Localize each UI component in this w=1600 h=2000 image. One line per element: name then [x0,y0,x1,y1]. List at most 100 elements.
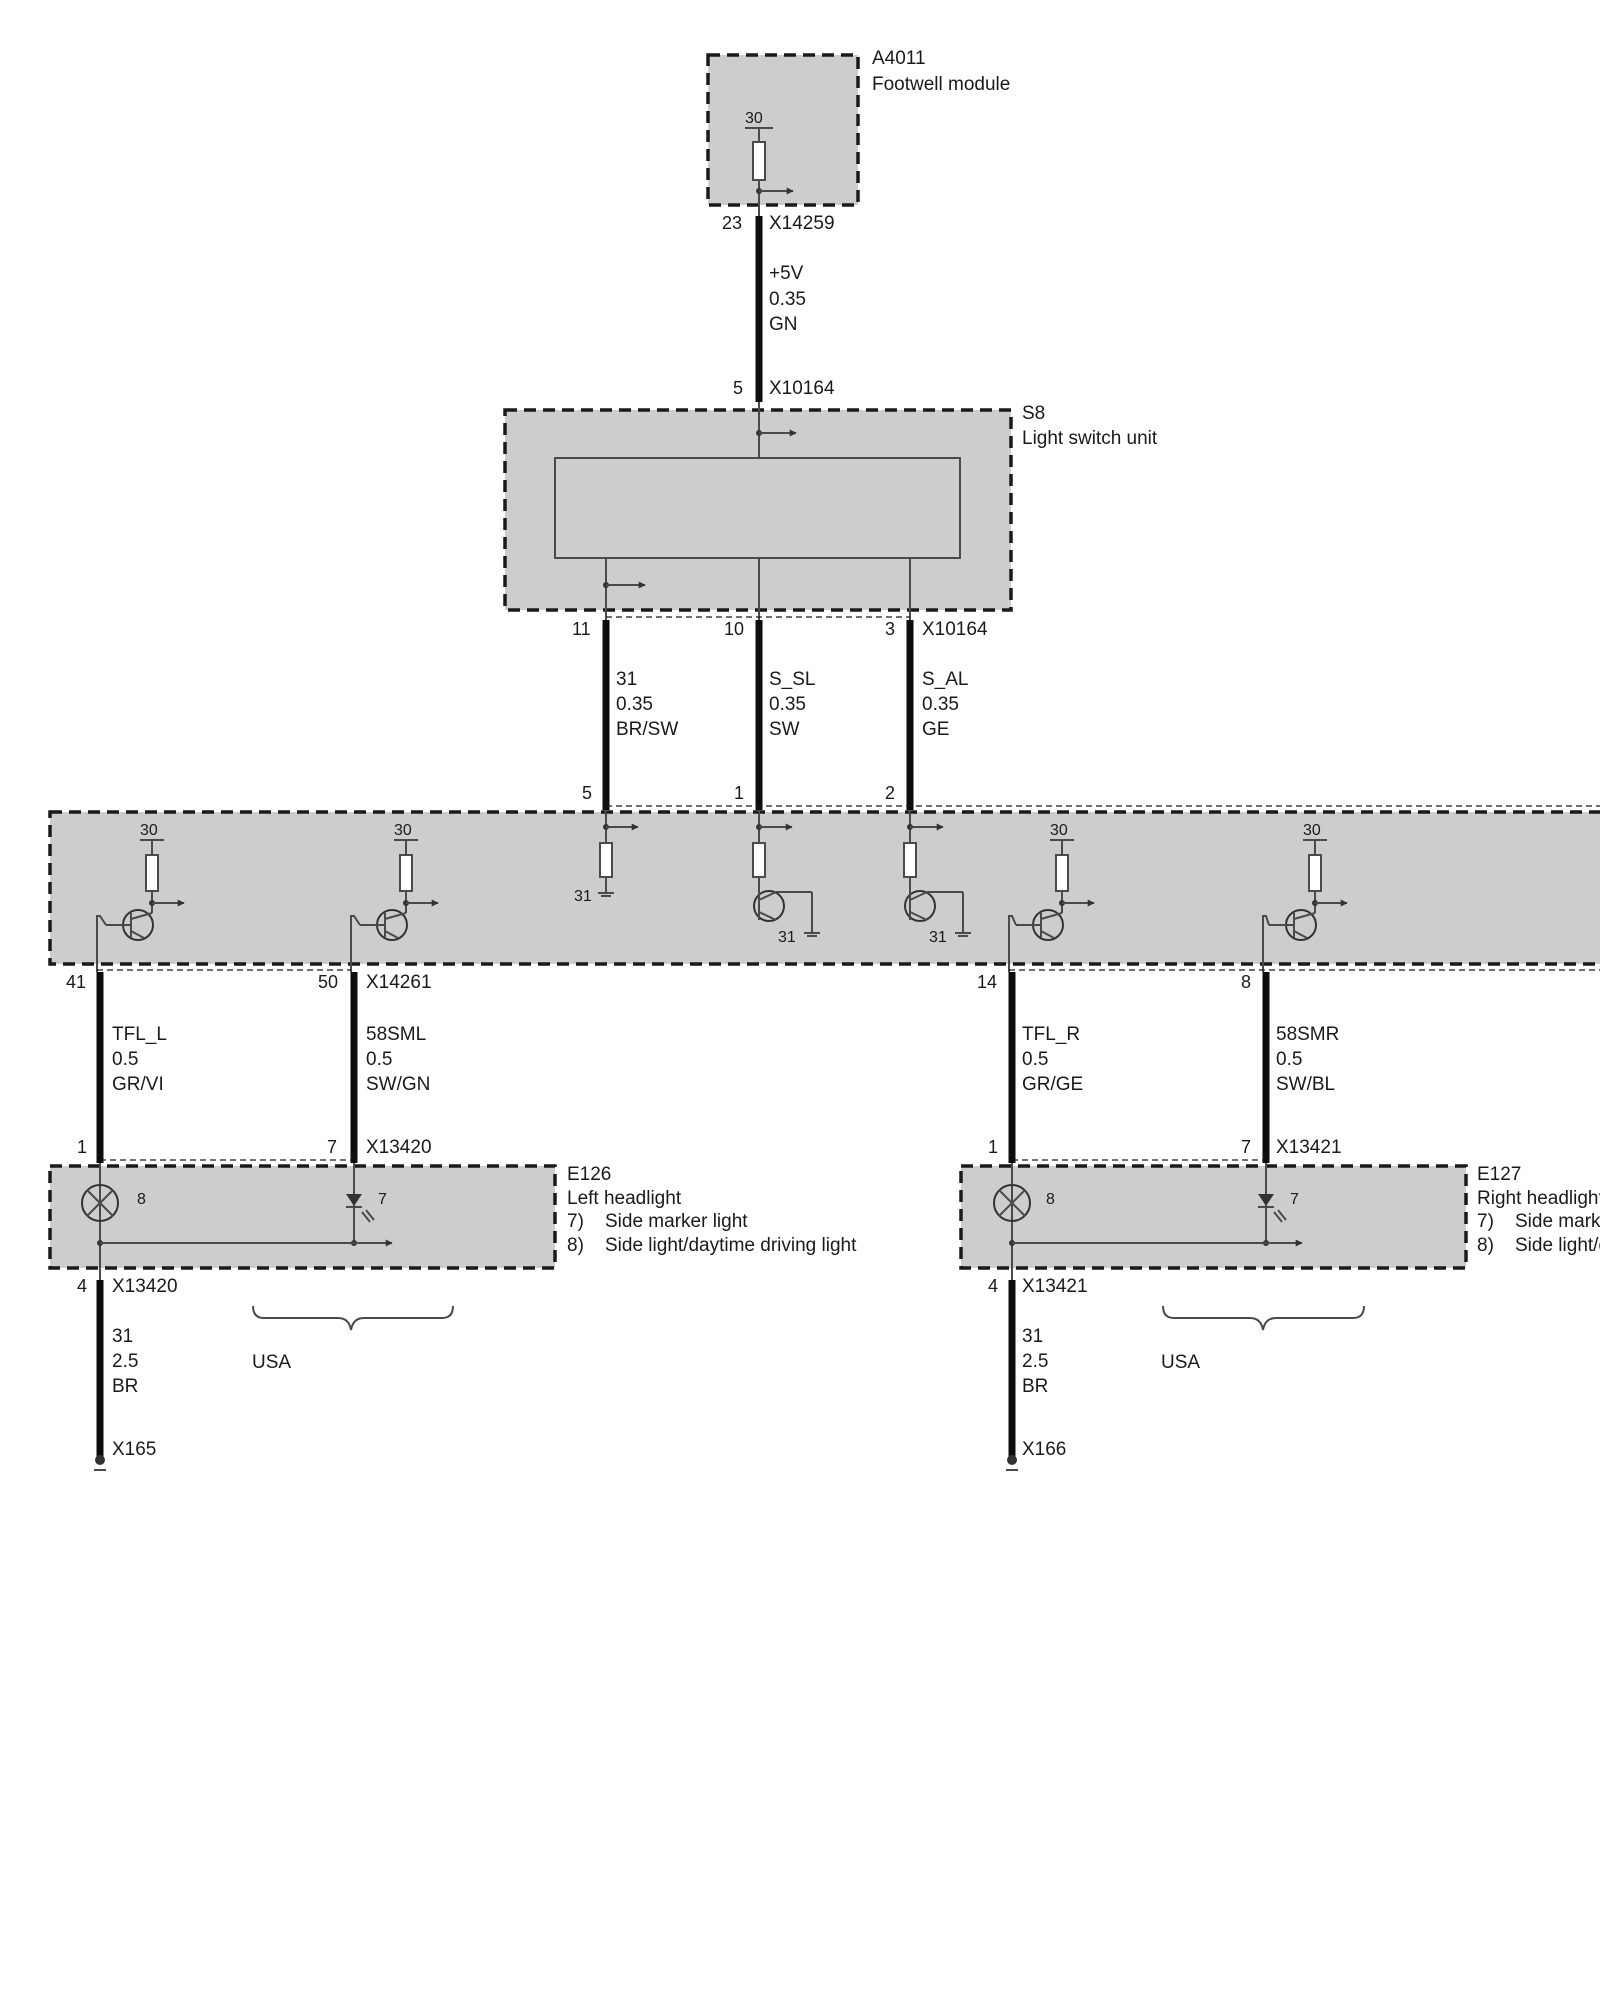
resistor-icon [752,141,766,181]
wire-ground-left-gauge: 2.5 [112,1351,138,1372]
switch-logic-block [554,457,961,559]
wire-ground-left-color: BR [112,1376,138,1397]
ground-point-icon [1007,1455,1017,1465]
e126-pin-b: 7 [327,1137,337,1157]
e126-market: USA [252,1352,291,1373]
supply-label: 30 [394,822,412,839]
e126-legend-7: Side marker light [605,1211,748,1232]
e127-id: E127 [1477,1164,1521,1185]
ground-point-icon [95,1455,105,1465]
driver-tfl-r: 30 [1008,822,1095,972]
resistor-icon [599,842,613,878]
module-ground-label-2: 31 [778,929,796,946]
e127-connector: X13421 [1276,1137,1342,1158]
module-ground-label-3: 31 [929,929,947,946]
e127-market: USA [1161,1352,1200,1373]
wire-tfl-r-signal: TFL_R [1022,1024,1080,1045]
wire-31-color: BR/SW [616,719,678,740]
e127-legend-8-num: 8) [1477,1235,1494,1256]
wire-31-signal: 31 [616,669,637,690]
supply-label: 30 [1303,822,1321,839]
a4011-supply-label: 30 [745,110,763,127]
e126-connector: X13420 [366,1137,432,1158]
s8-pin-in: 5 [733,378,743,398]
led-icon [1258,1194,1274,1206]
e126-legend-8: Side light/daytime driving light [605,1235,857,1256]
module-pin-out-4: 8 [1241,972,1251,992]
resistor-icon [1308,854,1322,892]
wire-ground-right-color: BR [1022,1376,1048,1397]
lamp-icon [993,1184,1031,1222]
e126-legend-7-num: 7) [567,1211,584,1232]
brace-icon [1162,1305,1365,1331]
left-headlight: 8 7 [48,1163,557,1280]
transistor-icon [753,890,785,922]
lamp-icon [81,1184,119,1222]
e126-pin-ground: 4 [77,1276,87,1296]
resistor-icon [1055,854,1069,892]
light-switch-unit: S8 Light switch unit [503,402,1158,622]
e127-connector-ground: X13421 [1022,1276,1088,1297]
wire-s-sl-color: SW [769,719,800,740]
module-connector-out: X14261 [366,972,432,993]
module-pin-out-1: 41 [66,972,86,992]
module-pin-in-1: 5 [582,783,592,803]
e127-pin-b: 7 [1241,1137,1251,1157]
s8-connector-out: X10164 [922,619,988,640]
e126-led-number: 7 [378,1191,387,1208]
module-ground-label-1: 31 [574,888,592,905]
ground-point-right: X166 [1022,1439,1066,1460]
a4011-id: A4011 [872,48,926,69]
e127-legend-7: Side marker light [1515,1211,1600,1232]
wire-58sml-signal: 58SML [366,1024,426,1045]
wire-s-al-gauge: 0.35 [922,694,959,715]
e126-pin-a: 1 [77,1137,87,1157]
s8-id: S8 [1022,403,1045,424]
module-pin-out-2: 50 [318,972,338,992]
e127-led-number: 7 [1290,1191,1299,1208]
wire-5v-color: GN [769,314,798,335]
s8-pin-out-1: 11 [572,619,591,639]
e126-name: Left headlight [567,1188,682,1209]
supply-label: 30 [140,822,158,839]
wire-ground-right-signal: 31 [1022,1326,1043,1347]
a4011-name: Footwell module [872,74,1010,95]
driver-tfl-l: 30 [96,822,185,972]
control-module: 31 31 31 30 [48,810,1600,972]
wire-5v-gauge: 0.35 [769,289,806,310]
wire-s-sl-signal: S_SL [769,669,815,690]
e126-id: E126 [567,1164,611,1185]
s8-pin-out-2: 10 [724,619,744,639]
wire-tfl-r-color: GR/GE [1022,1074,1083,1095]
wire-s-sl-gauge: 0.35 [769,694,806,715]
e127-lamp-number: 8 [1046,1191,1055,1208]
right-headlight: 8 7 [959,1163,1468,1280]
wire-s-al-color: GE [922,719,949,740]
wire-ground-right-gauge: 2.5 [1022,1351,1048,1372]
e126-legend-8-num: 8) [567,1235,584,1256]
a4011-pin: 23 [722,213,742,233]
wire-tfl-l-color: GR/VI [112,1074,164,1095]
wire-tfl-r-gauge: 0.5 [1022,1049,1048,1070]
transistor-icon [904,890,936,922]
e127-pin-a: 1 [988,1137,998,1157]
s8-name: Light switch unit [1022,428,1158,449]
ground-point-left: X165 [112,1439,156,1460]
e126-connector-ground: X13420 [112,1276,178,1297]
wire-58sml-color: SW/GN [366,1074,430,1095]
wire-58smr-gauge: 0.5 [1276,1049,1302,1070]
brace-icon [252,1305,454,1331]
wire-ground-left-signal: 31 [112,1326,133,1347]
e127-legend-7-num: 7) [1477,1211,1494,1232]
s8-pin-out-3: 3 [885,619,895,639]
resistor-icon [145,854,159,892]
driver-58sml: 30 [350,822,439,972]
resistor-icon [903,842,917,878]
supply-label: 30 [1050,822,1068,839]
module-pin-in-3: 2 [885,783,895,803]
e127-pin-ground: 4 [988,1276,998,1296]
a4011-connector: X14259 [769,213,835,234]
wire-tfl-l-signal: TFL_L [112,1024,167,1045]
wire-5v-signal: +5V [769,263,804,284]
